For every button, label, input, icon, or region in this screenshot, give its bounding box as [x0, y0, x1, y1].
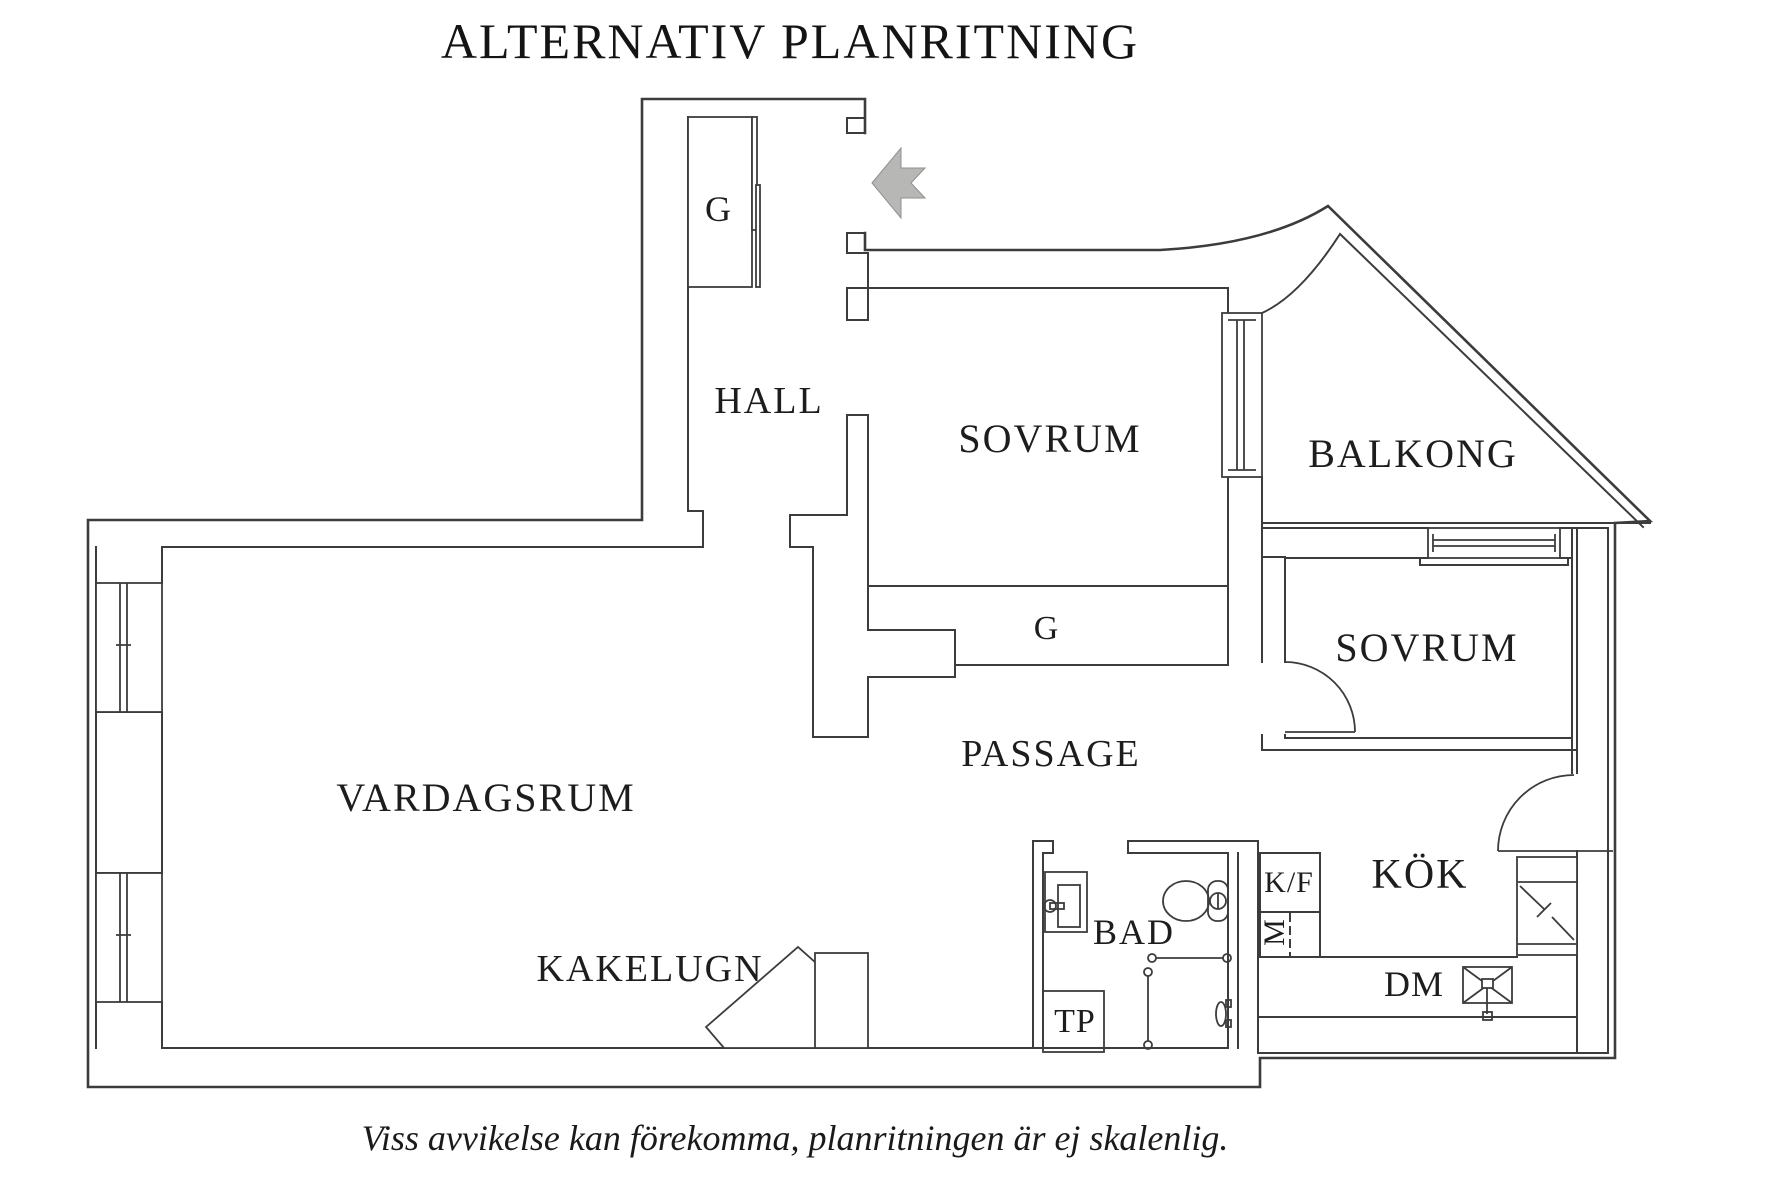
tiled-stove-icon [704, 945, 869, 1049]
label-kf: K/F [1264, 866, 1314, 899]
room-label-balkong: BALKONG [1308, 431, 1518, 476]
room-label-closet-sovrum: G [1034, 610, 1061, 647]
label-m: M [1258, 918, 1291, 946]
inner-walls [95, 116, 1651, 1054]
doors [1284, 661, 1613, 852]
footer-disclaimer: Viss avvikelse kan förekomma, planritnin… [362, 1118, 1229, 1158]
label-tp: TP [1054, 1003, 1096, 1040]
room-label-closet-entry: G [705, 189, 733, 229]
room-label-passage: PASSAGE [961, 733, 1140, 775]
bathroom-fixtures [1042, 871, 1232, 1053]
shower-icon [1143, 953, 1232, 1050]
room-label-vardagsrum: VARDAGSRUM [336, 775, 635, 820]
windows [95, 312, 1561, 1003]
outer-walls [86, 97, 1654, 1089]
window-vardagsrum-lower [95, 872, 163, 1003]
room-label-sovrum2: SOVRUM [1335, 625, 1518, 670]
entry-closet [687, 116, 761, 288]
kitchen-door-arc [1497, 774, 1613, 852]
label-dm: DM [1384, 964, 1444, 1004]
sovrum2-door-arc [1284, 661, 1356, 733]
window-vardagsrum-upper [95, 582, 163, 713]
toilet-icon [1162, 880, 1229, 922]
room-label-kakelugn: KAKELUGN [536, 948, 763, 990]
chimney [814, 952, 869, 1049]
room-label-bad: BAD [1093, 912, 1175, 952]
page-title: ALTERNATIV PLANRITNING [441, 13, 1139, 69]
sliding-door-icon [751, 116, 758, 231]
labels: ALTERNATIV PLANRITNING G HALL SOVRUM BAL… [336, 13, 1518, 1158]
sliding-door-icon [755, 184, 761, 288]
room-label-kok: KÖK [1372, 852, 1469, 898]
room-label-sovrum1: SOVRUM [958, 416, 1141, 461]
kitchen-sink-icon [1462, 966, 1513, 1021]
entry-arrow-icon [871, 146, 927, 220]
kitchen-fixtures [1462, 856, 1578, 1021]
washer-column-box [1042, 990, 1105, 1053]
balcony-door [1221, 312, 1263, 478]
washbasin-icon [1043, 871, 1088, 933]
stove-icon [1516, 856, 1578, 956]
room-label-hall: HALL [714, 380, 823, 422]
window-sovrum2 [1427, 527, 1561, 559]
